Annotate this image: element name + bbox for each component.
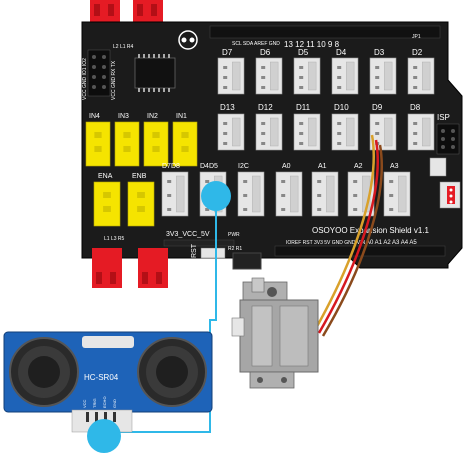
power-header [163,239,235,247]
digital-top-connectors: D7 D6 D5 D4 D3 D2 [217,48,435,95]
bottom-connector-I2C [237,171,265,217]
bottom-connector-A1 [311,171,339,217]
bottom-connector-A3 [383,171,411,217]
digital-mid-label-D10: D10 [334,103,349,112]
en-connectors: ENA ENB [93,173,155,227]
left-vertical-label-1: VCC GND IO1 IO2 [82,58,88,100]
digital-top-label-D4: D4 [336,48,347,57]
digital-connector-D6 [255,57,283,95]
digital-mid-label-D12: D12 [258,103,273,112]
bottom-connector-A0 [275,171,303,217]
wire-endpoint-sensor [87,419,121,453]
osoyoo-logo [178,30,198,50]
power-connector [429,157,447,177]
motor-driver-chip [134,54,176,92]
en-label-ENB: ENB [132,173,147,180]
power-voltage-label: 3V3_VCC_5V [166,231,210,238]
digital-connector-D7 [217,57,245,95]
header-scl-sda: SCL SDA AREF GND [232,41,280,47]
led-label-bottom: L1 L3 R5 [104,236,125,242]
bottom-label-A2: A2 [354,163,363,170]
in-connector-IN2 [143,121,169,167]
digital-mid-label-D11: D11 [296,103,311,112]
digital-mid-label-D8: D8 [410,103,421,112]
digital-top-label-D5: D5 [298,48,309,57]
rst-label: RST [191,243,198,258]
power-header-label: IOREF RST 3V3 5V GND GND VIN [286,240,365,246]
digital-mid-label-D13: D13 [220,103,235,112]
digital-connector-D13 [217,113,245,151]
servo-wires [313,134,383,337]
digital-top-label-D3: D3 [374,48,385,57]
sensor-label: HC-SR04 [84,373,119,382]
jp1-label: JP1 [412,34,421,40]
digital-connector-D2 [407,57,435,95]
analog-header-label: A0 A1 A2 A3 A4 A5 [366,240,417,246]
in-label-IN2: IN2 [147,113,158,120]
bottom-label-D4D5: D4D5 [200,163,218,170]
reset-button[interactable] [200,247,226,259]
led-label-top: L2 L1 R4 [113,44,134,50]
power-select-jumper [439,181,461,209]
in-label-IN3: IN3 [118,113,129,120]
bottom-label-A3: A3 [390,163,399,170]
signal-wire [105,181,231,433]
left-header-block [87,49,111,97]
pin-vcc: VCC [82,399,87,408]
digital-connector-D11 [293,113,321,151]
in-label-IN1: IN1 [176,113,187,120]
digital-top-label-D2: D2 [412,48,423,57]
pin-trig: TRIG [92,398,97,408]
digital-connector-D5 [293,57,321,95]
bottom-label-D7D8: D7D8 [162,163,180,170]
top-red-headers [90,0,163,22]
in-connector-IN3 [114,121,140,167]
bottom-red-headers [92,248,168,288]
en-connector-ENA [93,181,121,227]
left-vertical-label-2: VCC GND RX TX [111,60,117,100]
en-label-ENA: ENA [98,173,113,180]
bottom-label-I2C: I2C [238,163,249,170]
in-connector-IN4 [85,121,111,167]
digital-top-label-D7: D7 [222,48,233,57]
digital-connector-D10 [331,113,359,151]
top-pin-header [209,25,441,39]
small-labels: R2 R1 [228,246,242,252]
in-connector-IN1 [172,121,198,167]
digital-connector-D12 [255,113,283,151]
digital-mid-label-D9: D9 [372,103,383,112]
digital-connector-D3 [369,57,397,95]
isp-header [436,123,460,155]
digital-top-label-D6: D6 [260,48,271,57]
in-connectors: IN4 IN3 IN2 IN1 [85,113,198,167]
wire-endpoint-board [201,181,231,211]
pwr-label: PWR [228,232,240,238]
digital-connector-D8 [407,113,435,151]
dc-jack [232,252,262,270]
isp-label: ISP [437,113,450,122]
ultrasonic-sensor: HC-SR04 VCC TRIG ECHO GND [3,331,213,433]
bottom-label-A1: A1 [318,163,327,170]
en-connector-ENB [127,181,155,227]
in-label-IN4: IN4 [89,113,100,120]
pin-echo: ECHO [102,396,107,408]
bottom-connector-D7D8 [161,171,189,217]
digital-connector-D4 [331,57,359,95]
servo-motor [231,277,319,389]
pin-gnd: GND [112,399,117,408]
bottom-label-A0: A0 [282,163,291,170]
header-numbers: 13 12 11 10 9 8 [284,40,340,49]
